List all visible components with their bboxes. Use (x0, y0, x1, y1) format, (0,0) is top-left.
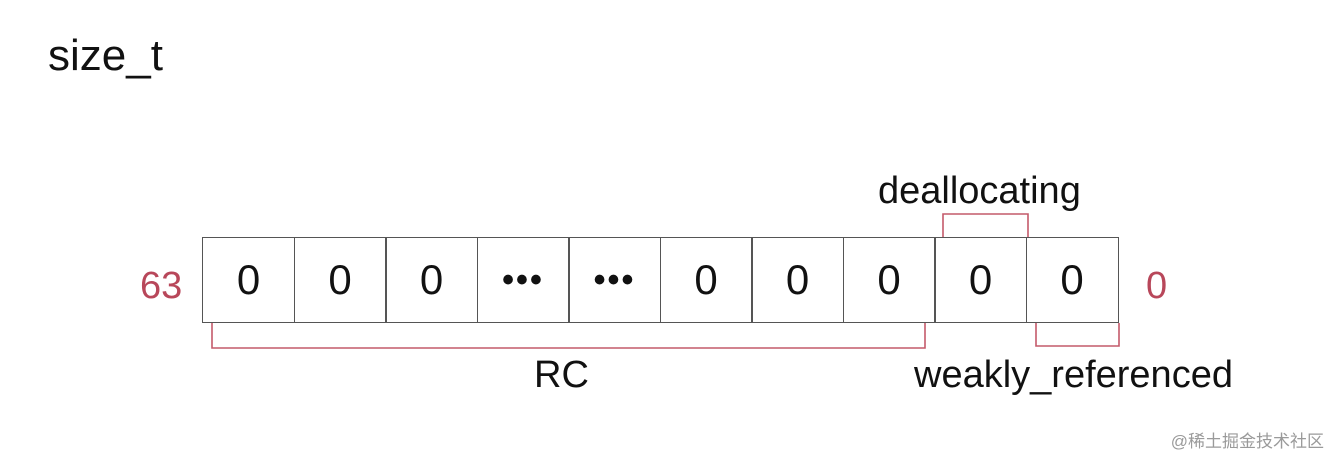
bit-cell: 0 (385, 237, 478, 323)
type-title: size_t (48, 31, 163, 80)
deallocating-bit-cell: 0 (934, 237, 1027, 323)
weakly-referenced-bracket (1035, 323, 1120, 347)
ellipsis-cell: ••• (476, 237, 570, 323)
bit-cell: 0 (202, 237, 295, 323)
bit-index-high: 63 (140, 265, 183, 307)
watermark: @稀土掘金技术社区 (1170, 432, 1324, 451)
bit-cell: 0 (842, 237, 936, 323)
deallocating-bracket (942, 213, 1029, 237)
bit-cell: 0 (293, 237, 387, 323)
ellipsis-cell: ••• (568, 237, 661, 323)
bit-cell: 0 (751, 237, 844, 323)
rc-label: RC (534, 354, 589, 396)
rc-bracket (211, 323, 926, 349)
bit-cell: 0 (659, 237, 753, 323)
bit-field-row: 0 0 0 ••• ••• 0 0 0 0 0 (202, 237, 1119, 323)
bit-index-low: 0 (1146, 265, 1168, 307)
deallocating-label: deallocating (878, 170, 1081, 212)
weakly-referenced-bit-cell: 0 (1025, 237, 1119, 323)
weakly-referenced-label: weakly_referenced (914, 354, 1233, 396)
